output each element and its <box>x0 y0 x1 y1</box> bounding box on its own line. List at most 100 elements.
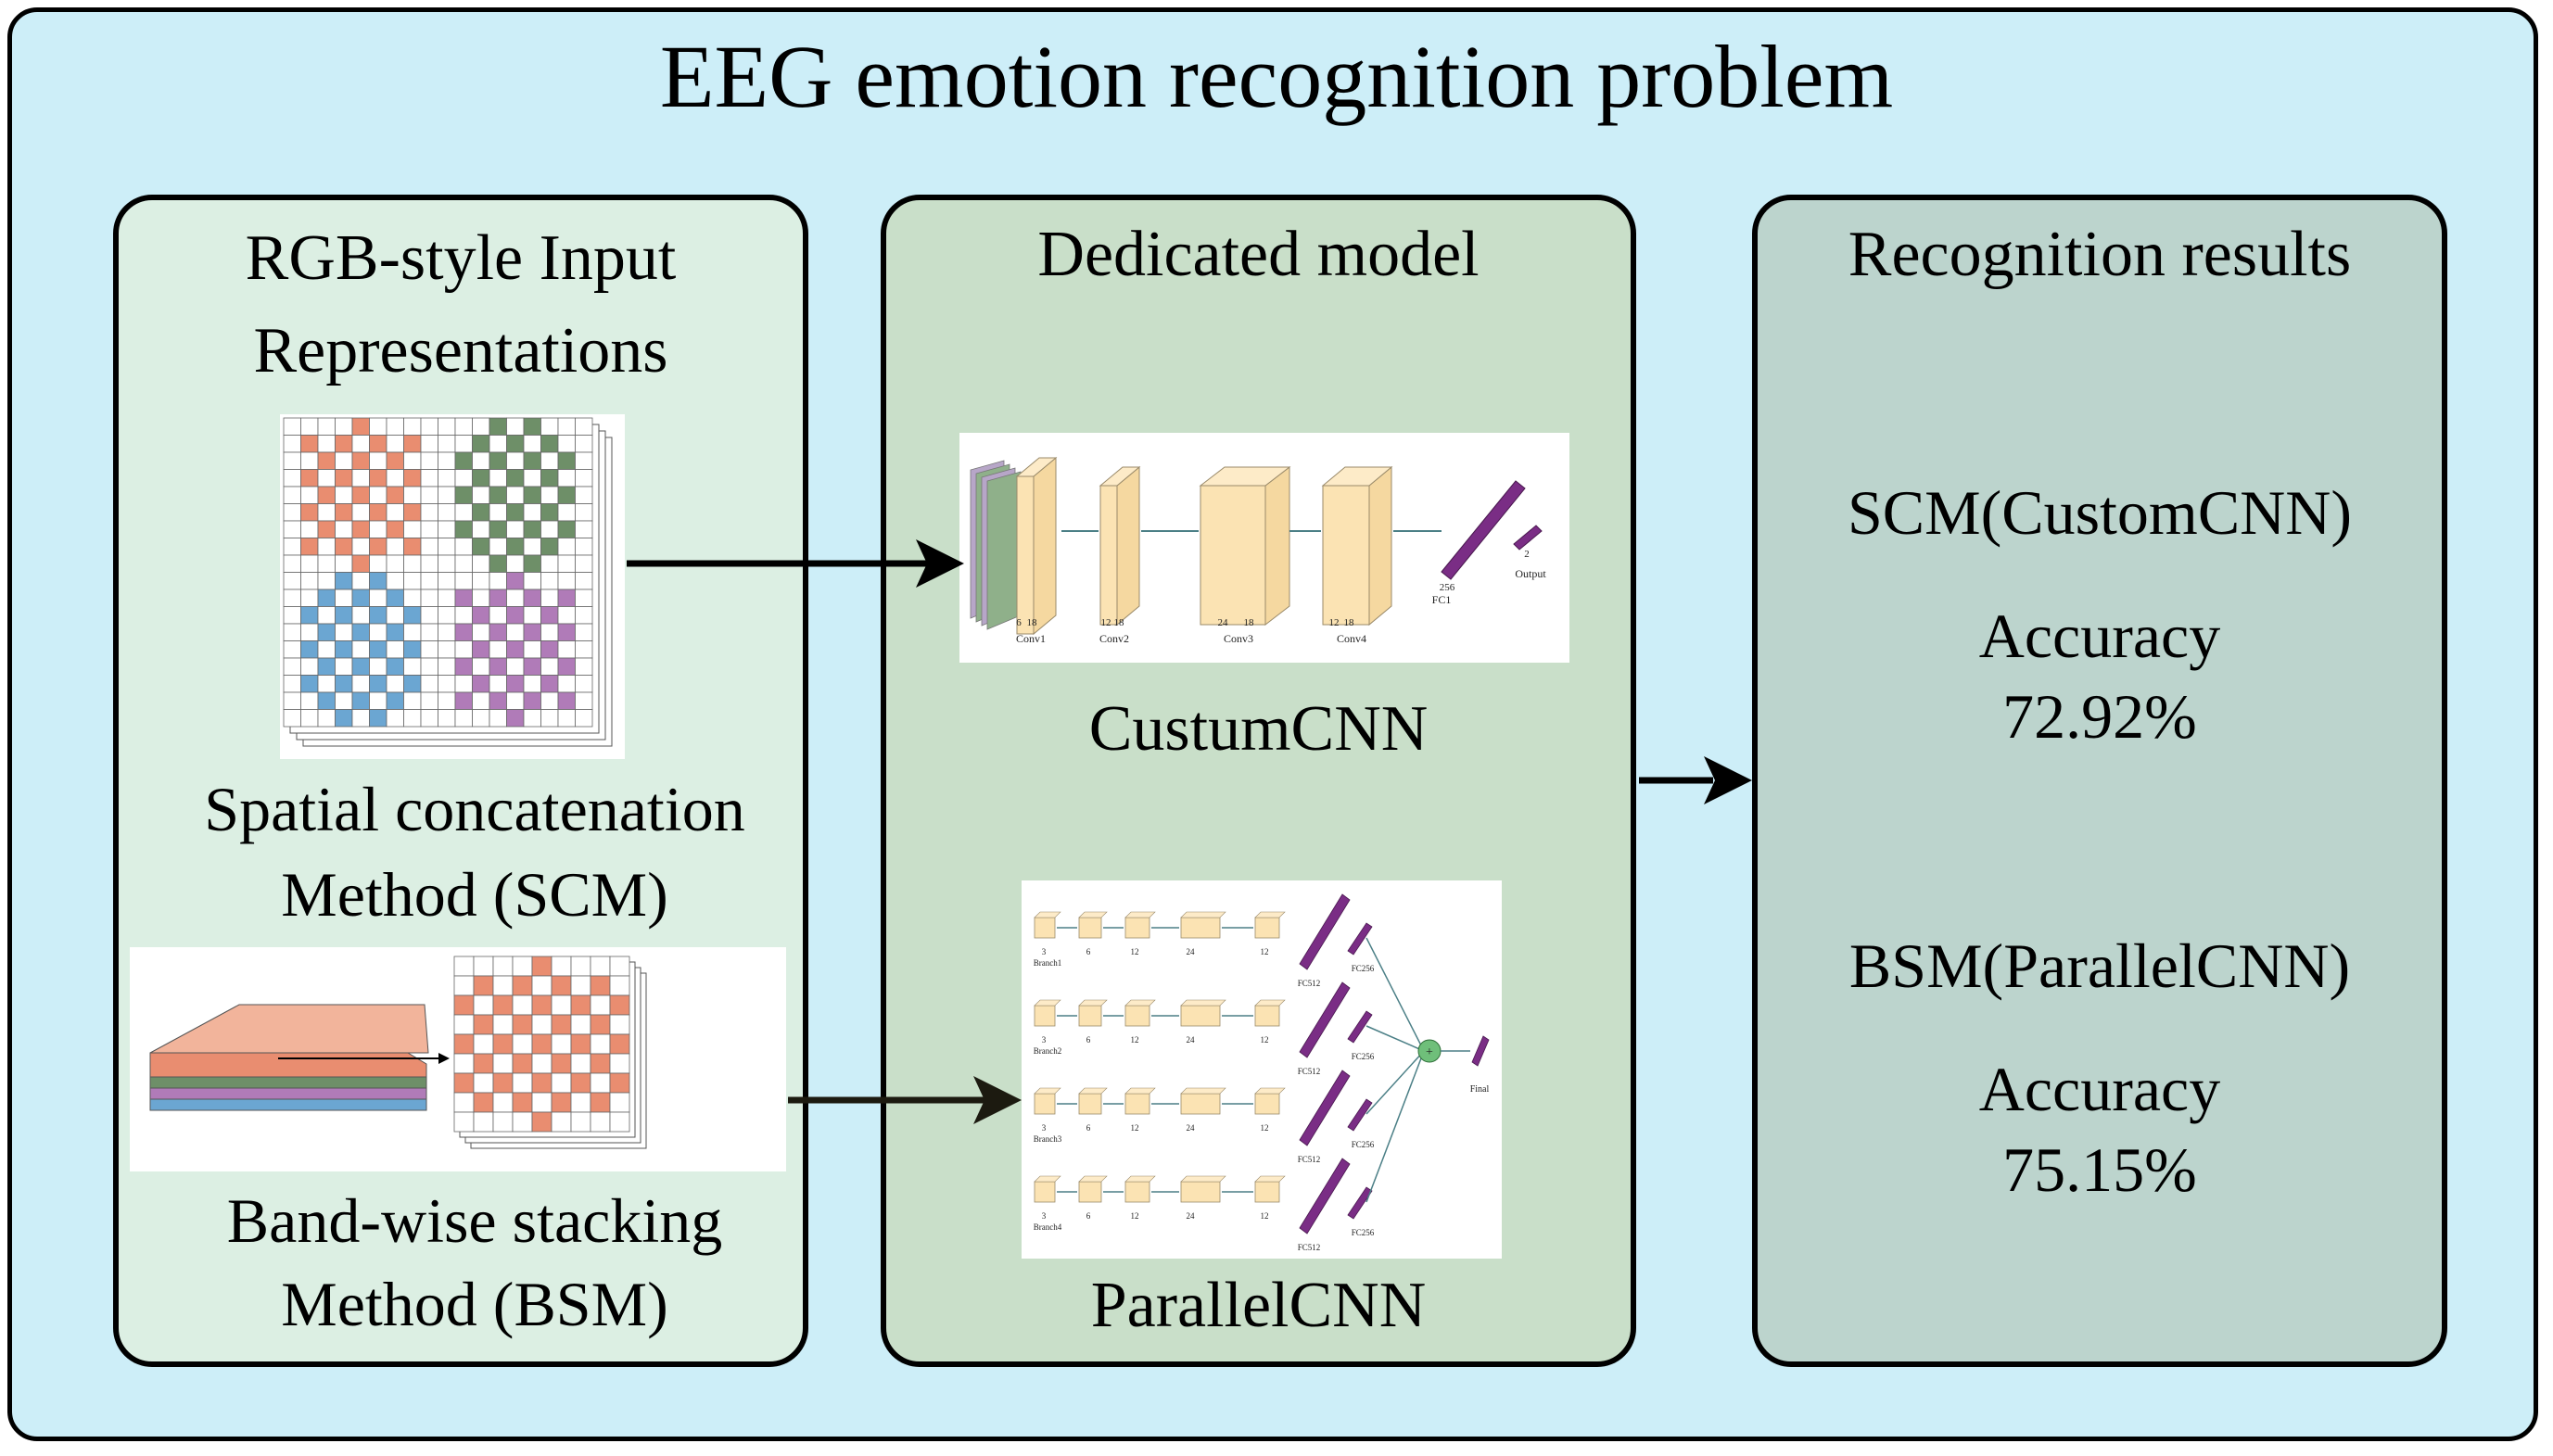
scm-front-grid <box>283 417 593 728</box>
bsm-accuracy-value: 75.15% <box>2002 1134 2197 1205</box>
parallel-conv-top <box>1078 1087 1108 1095</box>
parallel-fc512-label: FC512 <box>1298 1243 1321 1252</box>
parallel-conv-top <box>1124 999 1156 1007</box>
custom-dim-label: 12 <box>1329 617 1340 628</box>
parallel-conv-top <box>1180 999 1226 1007</box>
parallel-dim-label: 24 <box>1187 947 1196 956</box>
model-panel-title: Dedicated model <box>1037 219 1480 290</box>
parallel-conv-top <box>1124 1175 1156 1183</box>
custom-output-block <box>1513 525 1543 551</box>
bsm-top-face <box>149 1004 429 1054</box>
bsm-caption-line2: Method (BSM) <box>281 1269 668 1339</box>
parallel-conv-top <box>1078 1175 1108 1183</box>
parallel-dim-label: 12 <box>1261 1123 1269 1133</box>
parallel-dim-label: 6 <box>1086 1123 1091 1133</box>
custom-conv-block-front <box>1322 485 1370 626</box>
custom-conv-block-top <box>1015 457 1058 477</box>
custom-layer-label: Conv4 <box>1337 632 1366 645</box>
input-representations-panel <box>113 195 808 1367</box>
custom-dim-label: 2 <box>1524 549 1530 560</box>
custom-conv-block-top <box>1099 466 1141 487</box>
parallel-conv-top <box>1180 1087 1226 1095</box>
parallel-dim-label: 12 <box>1261 1035 1269 1045</box>
parallel-fc512-block <box>1299 893 1351 970</box>
scm-result-model: SCM(CustomCNN) <box>1847 477 2353 548</box>
results-panel-title: Recognition results <box>1848 219 2352 290</box>
parallel-dim-label: 12 <box>1131 1123 1139 1133</box>
parallel-merge-line <box>1365 937 1425 1052</box>
parallel-dim-label: 12 <box>1131 1211 1139 1221</box>
custom-dim-label: 256 <box>1440 582 1455 593</box>
parallel-fc256-label: FC256 <box>1352 1228 1375 1237</box>
parallel-fc256-label: FC256 <box>1352 1140 1375 1149</box>
parallel-fc256-block <box>1347 1010 1373 1044</box>
custom-dim-label: 18 <box>1114 617 1125 628</box>
parallel-merge-symbol: + <box>1426 1045 1433 1059</box>
custom-layer-label: Conv1 <box>1016 632 1046 645</box>
parallel-branch-label: Branch3 <box>1034 1134 1062 1144</box>
bsm-accuracy-label: Accuracy <box>1978 1054 2221 1124</box>
parallel-conv-top <box>1180 911 1226 918</box>
parallel-fc256-label: FC256 <box>1352 964 1375 973</box>
custom-dim-label: 12 <box>1101 617 1111 628</box>
custom-conv-block-front <box>1200 485 1266 626</box>
parallel-dim-label: 3 <box>1042 1035 1047 1045</box>
parallel-dim-label: 12 <box>1131 1035 1139 1045</box>
scm-accuracy-value: 72.92% <box>2002 681 2197 752</box>
custom-fc1-block <box>1441 480 1526 580</box>
parallel-conv-top <box>1034 1087 1061 1095</box>
parallel-conv-top <box>1078 999 1108 1007</box>
parallel-conv-top <box>1124 1087 1156 1095</box>
bsm-result-model: BSM(ParallelCNN) <box>1848 931 2351 1001</box>
parallel-dim-label: 12 <box>1131 947 1139 956</box>
bsm-inner-arrow-head <box>438 1053 450 1064</box>
parallel-fc512-label: FC512 <box>1298 1155 1321 1164</box>
parallel-dim-label: 3 <box>1042 947 1047 956</box>
parallel-dim-label: 12 <box>1261 947 1269 956</box>
parallel-conv-top <box>1034 911 1061 918</box>
bsm-to-parallel-cnn-arrow <box>788 1076 1022 1124</box>
parallel-conv-top <box>1124 911 1156 918</box>
bsm-stack-graphic <box>149 956 647 1149</box>
parallel-conv-top <box>1254 1175 1286 1183</box>
parallel-dim-label: 24 <box>1187 1035 1196 1045</box>
custom-output-label: Output <box>1515 567 1546 580</box>
custom-dim-label: 18 <box>1344 617 1355 628</box>
parallel-dim-label: 6 <box>1086 947 1091 956</box>
parallel-fc512-block <box>1299 1070 1351 1146</box>
parallel-dim-label: 6 <box>1086 1035 1091 1045</box>
parallel-merge-line <box>1365 1050 1425 1203</box>
scm-caption-line2: Method (SCM) <box>281 859 668 930</box>
parallel-cnn-caption: ParallelCNN <box>1090 1270 1427 1341</box>
custom-dim-label: 18 <box>1027 617 1038 628</box>
parallel-final-label: Final <box>1470 1084 1490 1095</box>
scm-grid-graphic <box>283 417 613 747</box>
parallel-dim-label: 3 <box>1042 1123 1047 1133</box>
bsm-grid-cell <box>609 1111 630 1133</box>
input-panel-title-line2: Representations <box>253 315 668 386</box>
parallel-conv-top <box>1254 999 1286 1007</box>
parallel-merge-line <box>1365 1050 1425 1115</box>
parallel-branch-label: Branch1 <box>1034 958 1062 968</box>
parallel-dim-label: 24 <box>1187 1123 1196 1133</box>
scm-caption-line1: Spatial concatenation <box>204 774 745 844</box>
recognition-results-panel <box>1752 195 2447 1367</box>
parallel-dim-label: 24 <box>1187 1211 1196 1221</box>
parallel-merge-line <box>1365 1025 1425 1052</box>
custom-conv-block-top <box>1321 466 1393 487</box>
diagram-title: EEG emotion recognition problem <box>659 27 1894 126</box>
custom-dim-label: 18 <box>1244 617 1255 628</box>
parallel-dim-label: 3 <box>1042 1211 1047 1221</box>
custom-cnn-caption: CustumCNN <box>1088 693 1429 765</box>
parallel-fc256-label: FC256 <box>1352 1052 1375 1061</box>
parallel-fc256-block <box>1347 1098 1373 1132</box>
parallel-conv-top <box>1078 911 1108 918</box>
parallel-dim-label: 6 <box>1086 1211 1091 1221</box>
parallel-fc256-block <box>1347 922 1373 956</box>
parallel-branch-label: Branch4 <box>1034 1222 1062 1232</box>
custom-fc1-label: FC1 <box>1432 593 1452 606</box>
model-to-results-arrow <box>1639 756 1752 804</box>
parallel-dim-label: 12 <box>1261 1211 1269 1221</box>
